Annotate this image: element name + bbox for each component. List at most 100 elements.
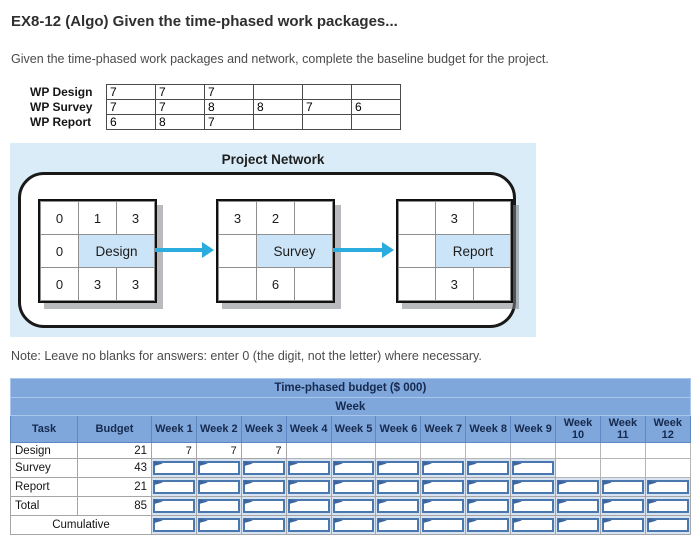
budget-input[interactable] bbox=[199, 482, 238, 492]
answer-box bbox=[467, 480, 510, 494]
budget-input[interactable] bbox=[289, 482, 328, 492]
answer-box bbox=[287, 499, 330, 513]
node-cell: 3 bbox=[116, 267, 155, 301]
budget-input[interactable] bbox=[514, 501, 553, 511]
week-input-cell bbox=[151, 477, 197, 497]
answer-box bbox=[377, 480, 420, 494]
week-input-cell bbox=[555, 515, 601, 535]
budget-input[interactable] bbox=[514, 520, 553, 530]
budget-input[interactable] bbox=[244, 482, 283, 492]
budget-input[interactable] bbox=[289, 520, 328, 530]
budget-input[interactable] bbox=[244, 501, 283, 511]
week-empty-cell bbox=[599, 458, 646, 478]
node-cell: 6 bbox=[256, 267, 295, 301]
wp-cell: 6 bbox=[106, 114, 156, 130]
budget-input[interactable] bbox=[379, 482, 418, 492]
budget-input[interactable] bbox=[424, 463, 463, 473]
wp-cell bbox=[253, 84, 303, 100]
budget-input[interactable] bbox=[559, 501, 597, 511]
budget-input[interactable] bbox=[244, 463, 283, 473]
column-header: Week 12 bbox=[644, 415, 691, 443]
budget-input[interactable] bbox=[603, 482, 642, 492]
node-cell bbox=[218, 234, 257, 268]
budget-input[interactable] bbox=[514, 463, 553, 473]
budget-input[interactable] bbox=[603, 520, 642, 530]
answer-box bbox=[197, 499, 240, 513]
budget-input[interactable] bbox=[559, 520, 597, 530]
cumulative-label: Cumulative bbox=[10, 515, 152, 535]
budget-input[interactable] bbox=[155, 482, 193, 492]
answer-box bbox=[422, 518, 465, 532]
budget-input[interactable] bbox=[244, 520, 283, 530]
week-value-cell: 7 bbox=[195, 442, 242, 459]
week-input-cell bbox=[285, 477, 332, 497]
budget-input[interactable] bbox=[289, 463, 328, 473]
answer-box bbox=[377, 461, 420, 475]
budget-input[interactable] bbox=[648, 482, 687, 492]
budget-input[interactable] bbox=[155, 463, 193, 473]
answer-box bbox=[153, 461, 195, 475]
network-title: Project Network bbox=[221, 152, 325, 167]
budget-input[interactable] bbox=[424, 501, 463, 511]
budget-input[interactable] bbox=[648, 520, 687, 530]
node-cell: 3 bbox=[116, 201, 155, 235]
budget-input[interactable] bbox=[289, 501, 328, 511]
answer-box bbox=[287, 518, 330, 532]
budget-input[interactable] bbox=[603, 501, 642, 511]
column-header: Week 7 bbox=[420, 415, 467, 443]
wp-cell: 7 bbox=[106, 99, 156, 115]
week-input-cell bbox=[240, 515, 287, 535]
answer-box bbox=[242, 480, 285, 494]
budget-input[interactable] bbox=[334, 520, 373, 530]
budget-input[interactable] bbox=[199, 501, 238, 511]
week-input-cell bbox=[420, 515, 467, 535]
week-empty-cell bbox=[555, 458, 601, 478]
page-title: EX8-12 (Algo) Given the time-phased work… bbox=[11, 13, 398, 30]
budget-input[interactable] bbox=[469, 501, 508, 511]
budget-input[interactable] bbox=[155, 501, 193, 511]
node-cell: 3 bbox=[218, 201, 257, 235]
answer-box bbox=[153, 518, 195, 532]
budget-input[interactable] bbox=[199, 520, 238, 530]
answer-box bbox=[557, 518, 599, 532]
answer-box bbox=[332, 461, 375, 475]
budget-input[interactable] bbox=[469, 482, 508, 492]
answer-box bbox=[242, 461, 285, 475]
arrowhead-icon bbox=[382, 242, 394, 258]
answer-box bbox=[601, 480, 644, 494]
column-header: Week 5 bbox=[330, 415, 377, 443]
budget-input[interactable] bbox=[379, 463, 418, 473]
budget-input[interactable] bbox=[514, 482, 553, 492]
budget-input[interactable] bbox=[334, 501, 373, 511]
column-header: Week 8 bbox=[465, 415, 512, 443]
budget-input[interactable] bbox=[648, 501, 687, 511]
budget-value: 21 bbox=[77, 442, 152, 459]
budget-input[interactable] bbox=[559, 482, 597, 492]
budget-input[interactable] bbox=[334, 482, 373, 492]
budget-input[interactable] bbox=[424, 482, 463, 492]
node-cell bbox=[294, 201, 333, 235]
budget-input[interactable] bbox=[469, 520, 508, 530]
week-input-cell bbox=[375, 496, 422, 516]
budget-input[interactable] bbox=[199, 463, 238, 473]
note-text: Note: Leave no blanks for answers: enter… bbox=[11, 349, 482, 363]
budget-input[interactable] bbox=[334, 463, 373, 473]
budget-input[interactable] bbox=[469, 463, 508, 473]
node-cell bbox=[398, 267, 436, 301]
budget-input[interactable] bbox=[424, 520, 463, 530]
week-input-cell bbox=[195, 515, 242, 535]
node-cell: 3 bbox=[434, 267, 474, 301]
task-label: Design bbox=[10, 442, 78, 459]
budget-input[interactable] bbox=[379, 501, 418, 511]
budget-input[interactable] bbox=[379, 520, 418, 530]
week-input-cell bbox=[330, 477, 377, 497]
column-header: Budget bbox=[77, 415, 152, 443]
column-header: Week 9 bbox=[510, 415, 557, 443]
wp-cell bbox=[351, 114, 401, 130]
wp-cell bbox=[253, 114, 303, 130]
node-cell: 0 bbox=[40, 234, 79, 268]
budget-input[interactable] bbox=[155, 520, 193, 530]
week-input-cell bbox=[510, 477, 557, 497]
wp-cell bbox=[351, 84, 401, 100]
